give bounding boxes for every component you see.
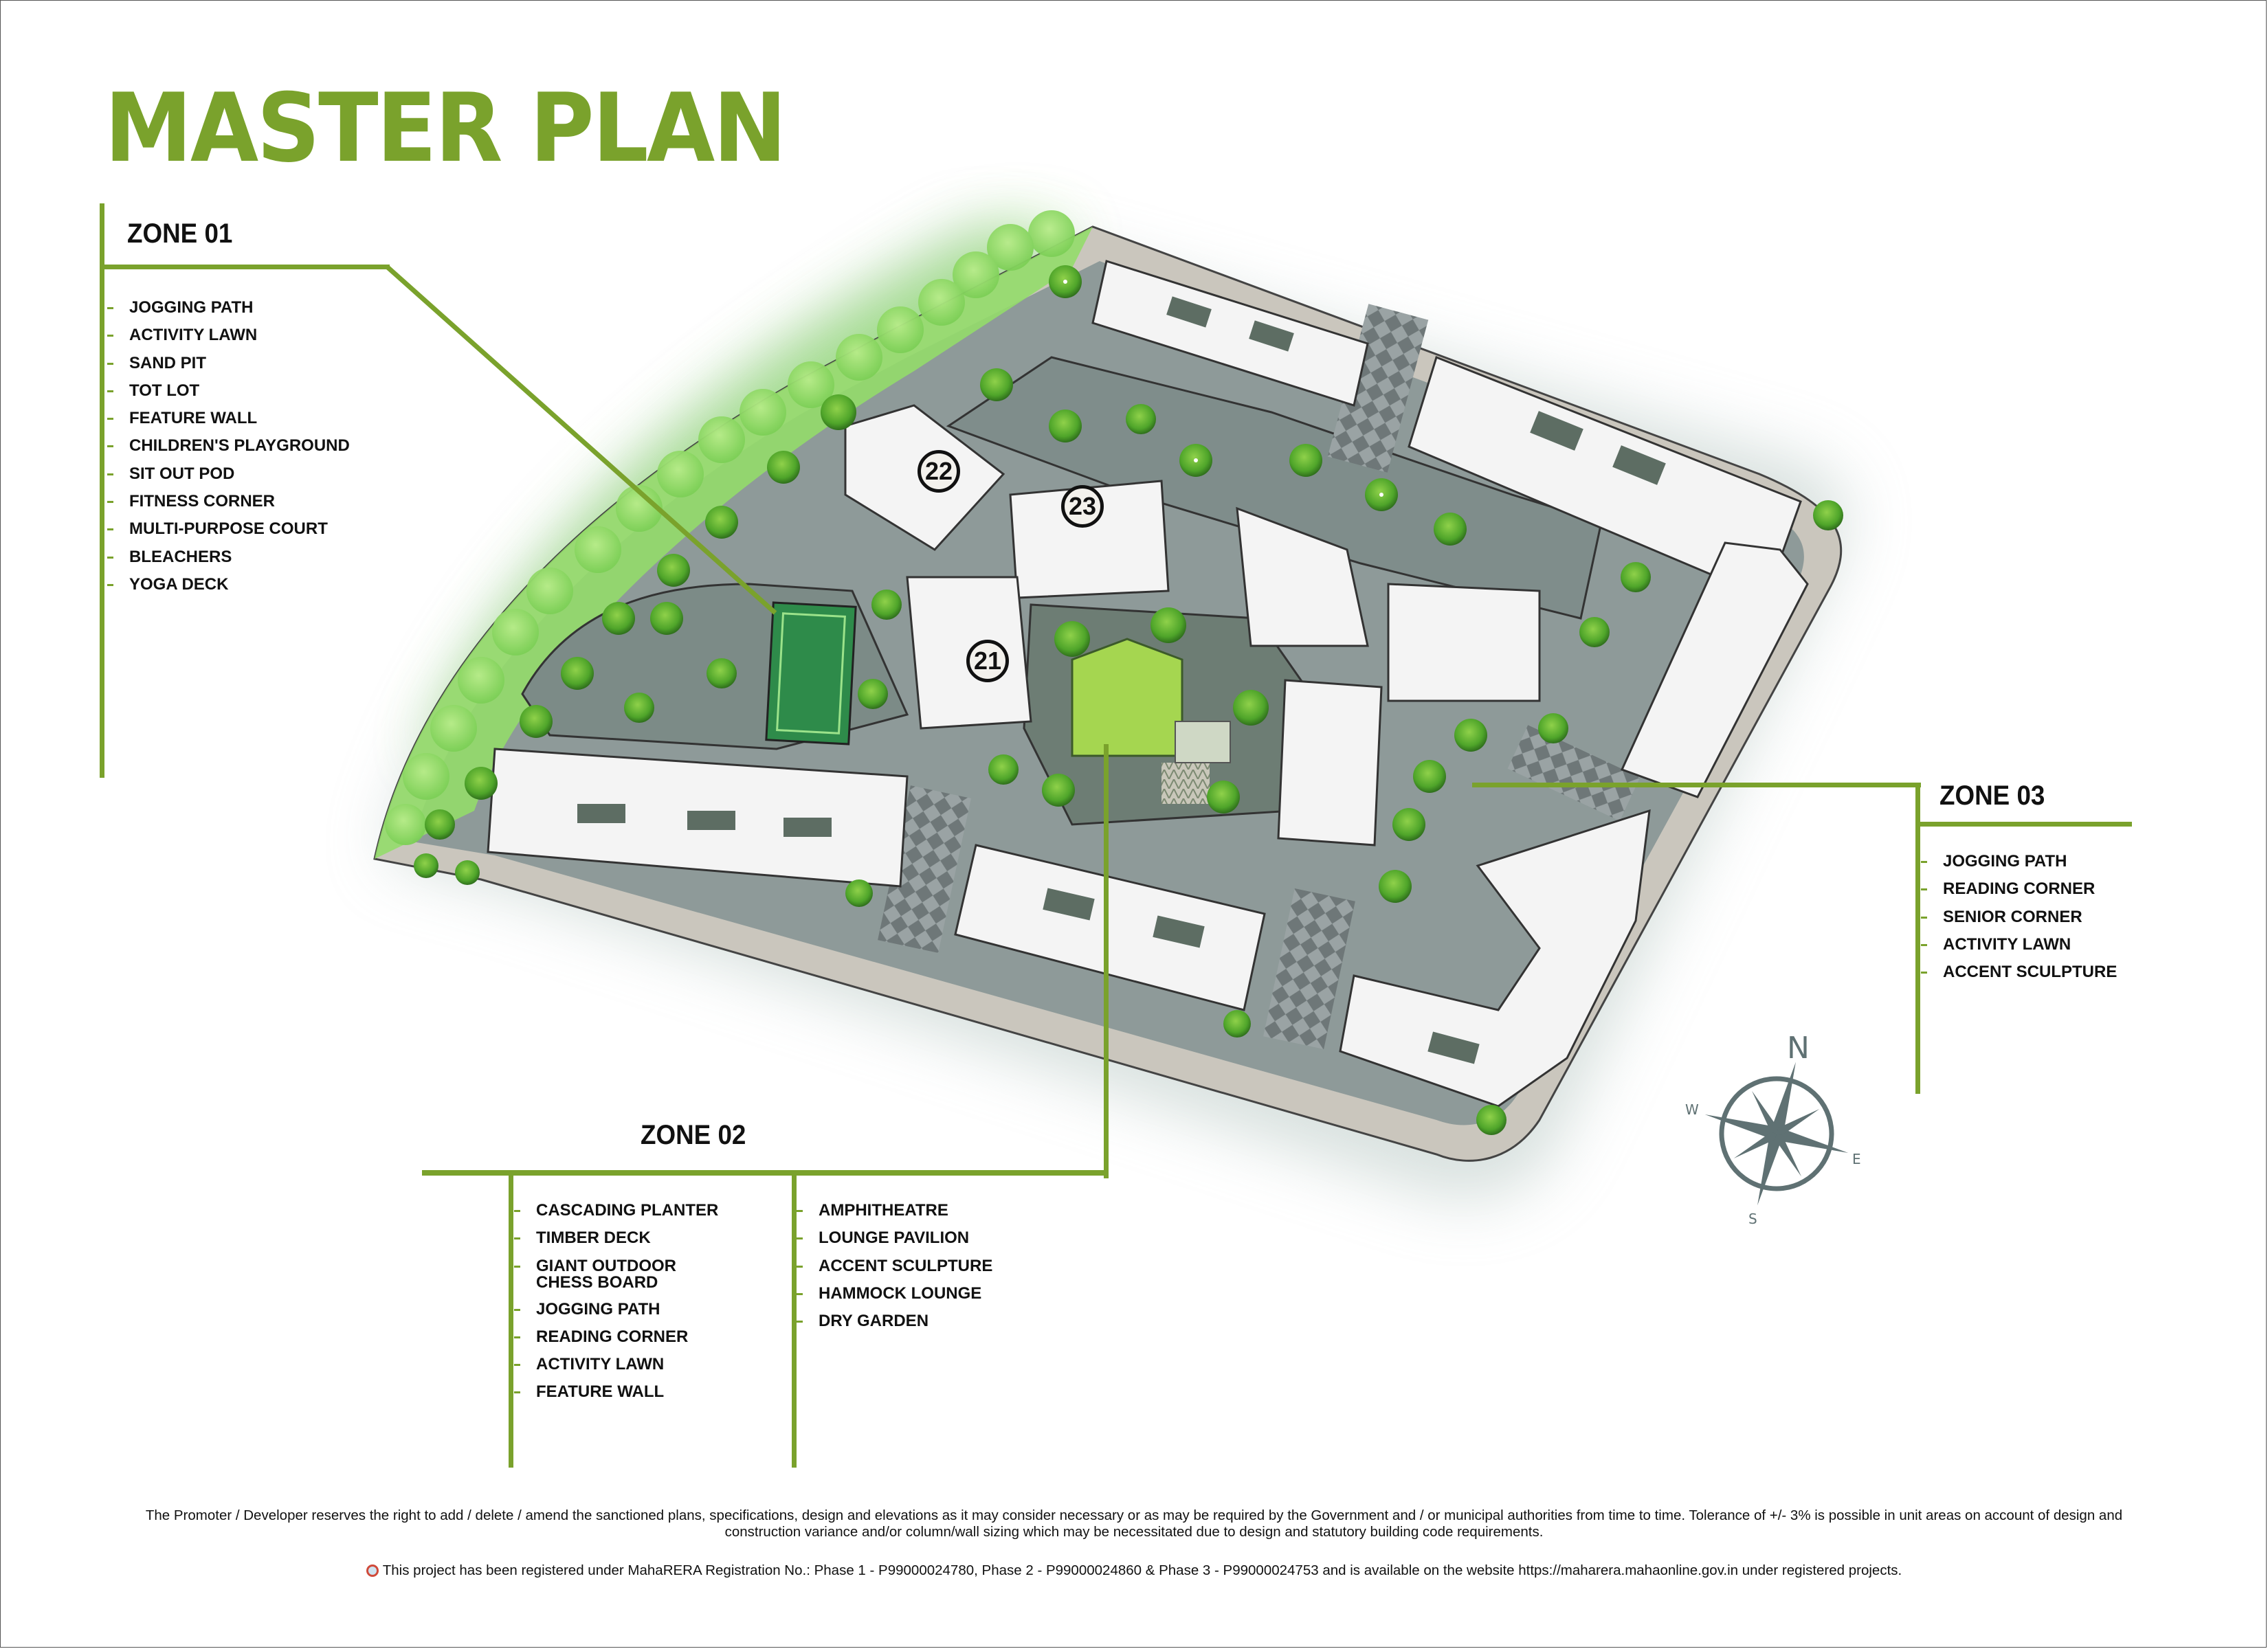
disclaimer-line-2: construction variance and/or column/wall… [724, 1524, 1544, 1540]
zone02-item-line: GIANT OUTDOOR [536, 1256, 676, 1275]
zone01-item: ACTIVITY LAWN [107, 327, 350, 355]
zone01-item: SAND PIT [107, 355, 350, 383]
zone02-item: CASCADING PLANTER [513, 1202, 718, 1230]
zone02-item: AMPHITHEATRE [796, 1202, 992, 1230]
building-marker-22[interactable]: 22 [918, 450, 960, 493]
compass-east-label: E [1852, 1151, 1861, 1167]
zone03-item: SENIOR CORNER [1920, 908, 2117, 936]
zone03-title: ZONE 03 [1939, 781, 2045, 811]
zone02-item: JOGGING PATH [513, 1301, 718, 1329]
disclaimer-text: The Promoter / Developer reserves the ri… [0, 1507, 2268, 1540]
zone01-item: YOGA DECK [107, 576, 350, 604]
zone02-horizontal-line [422, 1170, 1109, 1176]
building-marker-23[interactable]: 23 [1061, 485, 1104, 528]
zone02-amenity-list-col1: CASCADING PLANTER TIMBER DECK GIANT OUTD… [513, 1202, 718, 1412]
zone02-item: LOUNGE PAVILION [796, 1230, 992, 1257]
zone02-title: ZONE 02 [641, 1120, 746, 1150]
zone01-amenity-list: JOGGING PATH ACTIVITY LAWN SAND PIT TOT … [107, 299, 350, 604]
zone01-item: CHILDREN'S PLAYGROUND [107, 438, 350, 465]
building-marker-21[interactable]: 21 [966, 640, 1009, 682]
zone03-item: ACCENT SCULPTURE [1920, 964, 2117, 991]
zone01-item: FITNESS CORNER [107, 493, 350, 521]
zone01-item: SIT OUT POD [107, 465, 350, 493]
zone02-leader-vertical [1104, 744, 1109, 1178]
maharera-logo-icon [366, 1564, 379, 1577]
zone03-leader-horizontal [1472, 783, 1921, 787]
zone01-horizontal-line [100, 265, 390, 269]
zone02-item: ACCENT SCULPTURE [796, 1257, 992, 1286]
compass-west-label: W [1685, 1101, 1699, 1118]
compass-south-label: S [1748, 1211, 1757, 1227]
zone02-amenity-list-col2: AMPHITHEATRE LOUNGE PAVILION ACCENT SCUL… [796, 1202, 992, 1340]
zone02-item-line: CHESS BOARD [536, 1272, 658, 1292]
rera-registration: This project has been registered under M… [0, 1562, 2268, 1579]
zone02-item: ACTIVITY LAWN [513, 1356, 718, 1384]
zone03-item: ACTIVITY LAWN [1920, 936, 2117, 964]
disclaimer-line-1: The Promoter / Developer reserves the ri… [145, 1507, 2123, 1523]
zone03-item: READING CORNER [1920, 881, 2117, 908]
compass-north-label: N [1787, 1031, 1810, 1066]
page-title: MASTER PLAN [104, 73, 787, 183]
zone01-item: FEATURE WALL [107, 410, 350, 438]
zone02-column1-line [509, 1174, 513, 1468]
zone03-item: JOGGING PATH [1920, 853, 2117, 881]
zone02-item: DRY GARDEN [796, 1313, 992, 1340]
zone01-title: ZONE 01 [127, 218, 233, 249]
zone03-vertical-line [1915, 783, 1920, 1094]
compass-rose-icon [1704, 1062, 1849, 1206]
zone02-item: READING CORNER [513, 1328, 718, 1356]
zone03-amenity-list: JOGGING PATH READING CORNER SENIOR CORNE… [1920, 853, 2117, 991]
zone01-vertical-line [100, 203, 104, 778]
zone01-item: JOGGING PATH [107, 299, 350, 327]
zone03-horizontal-line [1917, 822, 2132, 827]
zone01-item: BLEACHERS [107, 548, 350, 576]
zone01-item: MULTI-PURPOSE COURT [107, 521, 350, 548]
zone02-item: TIMBER DECK [513, 1230, 718, 1257]
rera-registration-text: This project has been registered under M… [382, 1562, 1902, 1578]
zone02-item: FEATURE WALL [513, 1384, 718, 1411]
zone02-column2-line [792, 1174, 797, 1468]
zone02-item: HAMMOCK LOUNGE [796, 1285, 992, 1313]
zone01-item: TOT LOT [107, 382, 350, 410]
